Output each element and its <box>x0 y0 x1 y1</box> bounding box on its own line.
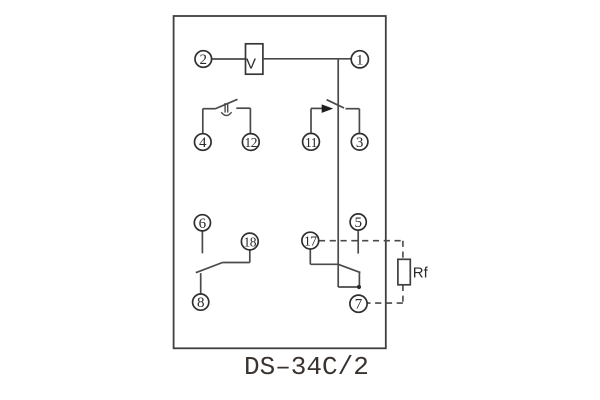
svg-text:12: 12 <box>245 135 258 150</box>
svg-text:DS–34C/2: DS–34C/2 <box>244 352 369 382</box>
svg-text:7: 7 <box>355 297 363 313</box>
svg-text:3: 3 <box>356 135 364 151</box>
svg-text:1: 1 <box>356 52 364 68</box>
svg-text:8: 8 <box>197 295 205 311</box>
svg-text:Rf: Rf <box>413 264 429 281</box>
svg-text:5: 5 <box>354 215 362 231</box>
svg-text:2: 2 <box>200 52 208 68</box>
svg-text:17: 17 <box>304 234 317 249</box>
svg-text:6: 6 <box>199 216 207 232</box>
svg-text:18: 18 <box>244 235 257 250</box>
svg-text:11: 11 <box>305 135 317 150</box>
svg-text:V: V <box>246 55 256 72</box>
svg-text:4: 4 <box>199 135 207 151</box>
